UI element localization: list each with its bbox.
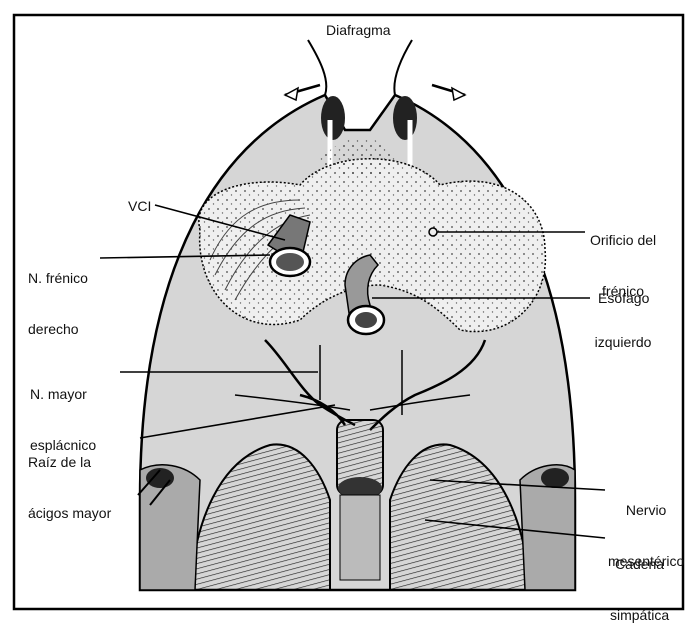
label-raiz-acigos-line1: Raíz de la bbox=[28, 454, 111, 471]
label-cadena-simpatica: Cadena simpática bbox=[610, 522, 669, 641]
label-frenico-derecho: N. frénico derecho bbox=[28, 236, 88, 355]
label-orificio-line1: Orificio del bbox=[590, 232, 656, 249]
top-arrows bbox=[285, 85, 465, 95]
label-esofago: Esófago bbox=[598, 290, 649, 307]
diaphragm-neck bbox=[308, 40, 412, 95]
label-nervio-mesenterico-line1: Nervio bbox=[608, 502, 684, 519]
label-mayor-esplacnico-line1: N. mayor bbox=[30, 386, 96, 403]
label-raiz-acigos-line2: ácigos mayor bbox=[28, 505, 111, 522]
label-orificio: Orificio del frénico izquierdo bbox=[590, 198, 656, 368]
label-cadena-simpatica-line1: Cadena bbox=[610, 556, 669, 573]
label-cadena-simpatica-line2: simpática bbox=[610, 607, 669, 624]
label-vci: VCI bbox=[128, 198, 151, 215]
label-diafragma: Diafragma bbox=[326, 22, 391, 39]
figure-frame: Diafragma VCI N. frénico derecho Orifici… bbox=[0, 0, 697, 625]
label-frenico-derecho-line1: N. frénico bbox=[28, 270, 88, 287]
label-raiz-acigos: Raíz de la ácigos mayor bbox=[28, 420, 111, 539]
label-frenico-derecho-line2: derecho bbox=[28, 321, 88, 338]
label-orificio-line3: izquierdo bbox=[590, 334, 656, 351]
